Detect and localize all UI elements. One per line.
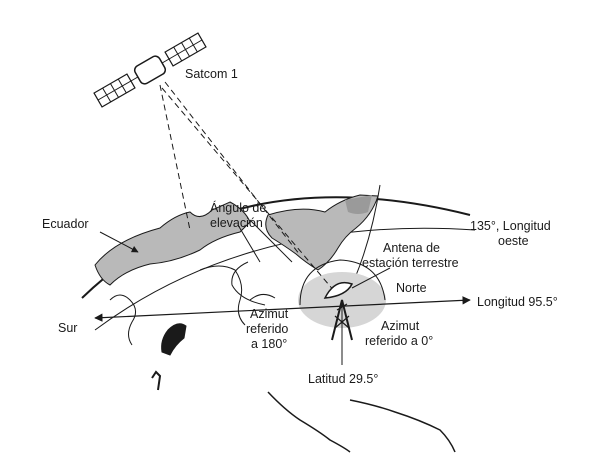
lower-coastline	[267, 391, 351, 453]
sight-line-2	[161, 87, 336, 293]
equator-pointer	[99, 231, 139, 253]
coast-hook	[151, 370, 162, 391]
antenna-label: Antena de estación terrestre	[362, 241, 459, 270]
longitude-135-label: 135°, Longitud oeste	[470, 219, 554, 248]
landmass-east	[265, 194, 379, 271]
azimuth-180-arc	[231, 261, 266, 306]
landmass-west	[94, 201, 251, 286]
latitude-label: Latitud 29.5°	[308, 372, 378, 386]
north-label: Norte	[396, 281, 427, 295]
equator-label: Ecuador	[42, 217, 89, 231]
south-label: Sur	[58, 321, 77, 335]
satellite-label: Satcom 1	[185, 67, 238, 81]
satellite-icon	[93, 32, 207, 108]
elevation-label: Ángulo de elevación	[210, 200, 270, 230]
lower-coastline-2	[349, 399, 456, 453]
longitude-axis-line	[94, 296, 471, 322]
island-shape	[161, 323, 187, 356]
elevation-pointer	[237, 219, 293, 263]
antenna-tower-icon	[323, 281, 354, 365]
azimuth-180-label: Azimut referido a 180°	[246, 307, 292, 351]
sight-line-3	[164, 81, 301, 256]
landmass-dark-patch	[345, 195, 372, 214]
azimuth-0-arc	[299, 259, 386, 306]
sight-line-1	[159, 84, 191, 231]
antenna-pointer	[351, 267, 391, 289]
azimuth-0-label: Azimut referido a 0°	[365, 319, 433, 348]
longitude-95-label: Longitud 95.5°	[477, 295, 558, 309]
